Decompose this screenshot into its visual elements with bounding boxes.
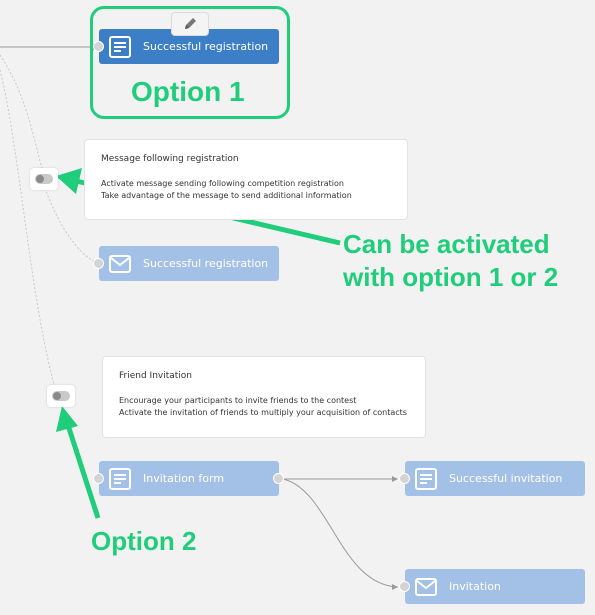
output-port[interactable] bbox=[273, 473, 284, 484]
document-icon bbox=[109, 467, 131, 490]
successful-registration-email-node[interactable]: Successful registration bbox=[99, 246, 279, 281]
card-title: Message following registration bbox=[101, 154, 239, 164]
activation-note-line2: with option 1 or 2 bbox=[343, 262, 559, 292]
invitation-form-node[interactable]: Invitation form bbox=[99, 461, 279, 496]
message-following-registration-card: Message following registration Activate … bbox=[84, 139, 408, 220]
option2-label: Option 2 bbox=[91, 526, 197, 556]
friend-invitation-toggle[interactable] bbox=[52, 391, 70, 401]
card-description-line1: Encourage your participants to invite fr… bbox=[119, 396, 357, 405]
card-description-line2: Activate the invitation of friends to mu… bbox=[119, 408, 407, 417]
input-port[interactable] bbox=[93, 473, 104, 484]
friend-invitation-toggle-container bbox=[47, 385, 75, 407]
node-label: Successful invitation bbox=[449, 472, 563, 485]
input-port[interactable] bbox=[399, 473, 410, 484]
input-port[interactable] bbox=[399, 581, 410, 592]
activation-note-line1: Can be activated bbox=[343, 229, 550, 259]
card-description-line2: Take advantage of the message to send ad… bbox=[101, 191, 352, 200]
card-title: Friend Invitation bbox=[119, 371, 193, 381]
document-icon bbox=[415, 467, 437, 490]
envelope-icon bbox=[415, 577, 437, 596]
friend-invitation-card: Friend Invitation Encourage your partici… bbox=[102, 356, 426, 438]
option1-highlight-box bbox=[90, 6, 290, 119]
node-label: Successful registration bbox=[143, 40, 269, 53]
successful-invitation-node[interactable]: Successful invitation bbox=[405, 461, 585, 496]
node-label: Invitation form bbox=[143, 472, 225, 485]
message-toggle-container bbox=[30, 168, 58, 190]
node-label: Invitation bbox=[449, 580, 501, 593]
envelope-icon bbox=[109, 254, 131, 273]
option1-label: Option 1 bbox=[131, 76, 245, 107]
input-port[interactable] bbox=[93, 258, 104, 269]
invitation-email-node[interactable]: Invitation bbox=[405, 569, 585, 604]
input-port[interactable] bbox=[93, 41, 104, 52]
card-description-line1: Activate message sending following compe… bbox=[101, 179, 344, 188]
pencil-icon bbox=[185, 18, 196, 29]
document-icon bbox=[109, 35, 131, 58]
node-label: Successful registration bbox=[143, 257, 269, 270]
message-toggle[interactable] bbox=[35, 174, 53, 184]
edit-button[interactable] bbox=[171, 12, 209, 36]
